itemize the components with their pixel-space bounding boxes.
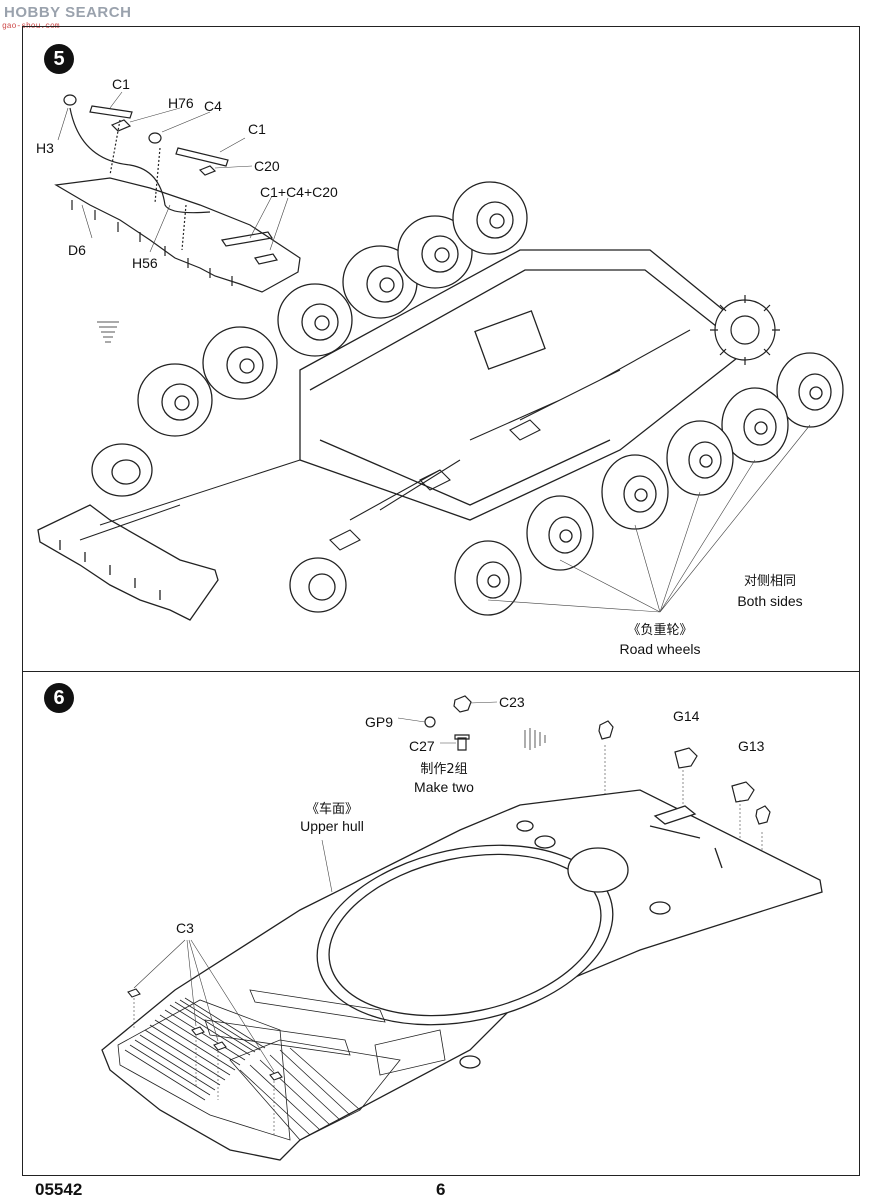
upper-hull-cn: 《车面》	[305, 802, 358, 817]
label-h76: H76	[168, 95, 194, 111]
label-d6: D6	[68, 242, 86, 258]
road-wheels-cn: 《负重轮》	[627, 623, 693, 638]
make-two-en: Make two	[414, 779, 474, 795]
label-c1-top: C1	[112, 76, 130, 92]
label-c20: C20	[254, 158, 280, 174]
label-g14: G14	[673, 708, 700, 724]
label-c1-right: C1	[248, 121, 266, 137]
make-two-cn: 制作2组	[420, 762, 468, 777]
product-code: 05542	[35, 1180, 83, 1199]
label-c4: C4	[204, 98, 222, 114]
label-h3: H3	[36, 140, 54, 156]
both-sides-en: Both sides	[737, 593, 803, 609]
label-h56: H56	[132, 255, 158, 271]
watermark-text: HOBBY SEARCH	[4, 4, 132, 21]
page-number: 6	[436, 1180, 446, 1199]
step-5-badge: 5	[44, 44, 74, 74]
label-g13: G13	[738, 738, 765, 754]
upper-hull-en: Upper hull	[300, 818, 364, 834]
label-c23: C23	[499, 694, 525, 710]
label-gp9: GP9	[365, 714, 394, 730]
step-6-panel	[22, 671, 860, 1176]
watermark: HOBBY SEARCH	[4, 4, 131, 21]
label-c3: C3	[176, 920, 194, 936]
label-c27: C27	[409, 738, 435, 754]
label-c1-c4-c20: C1+C4+C20	[260, 184, 338, 200]
both-sides-cn: 对侧相同	[743, 574, 796, 589]
road-wheels-en: Road wheels	[619, 641, 701, 657]
step-6-badge: 6	[44, 683, 74, 713]
